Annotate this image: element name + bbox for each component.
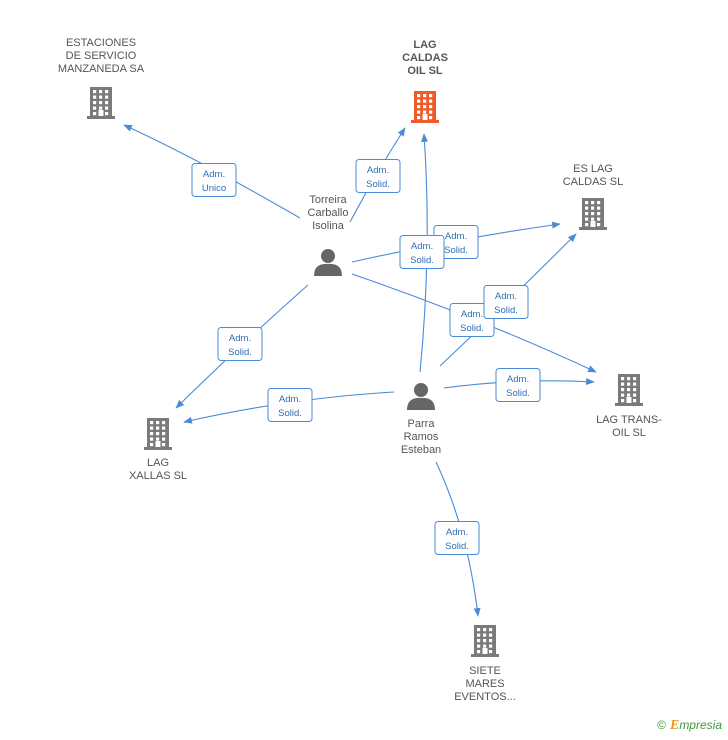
badge-text: Adm. — [445, 231, 467, 242]
badge-text: Unico — [202, 183, 226, 194]
node-label: MARES — [465, 678, 504, 690]
building-icon — [411, 91, 439, 123]
node-label: CALDAS — [402, 52, 448, 64]
badge-text: Adm. — [461, 309, 483, 320]
badge-box — [191, 163, 237, 197]
node-label: ES LAG — [573, 163, 613, 175]
edge-badge-torreira-to-lagcaldasoil[interactable]: Adm. Solid. — [355, 159, 401, 193]
badge-text: Solid. — [460, 323, 484, 334]
node-lagtransoil[interactable]: LAG TRANS-OIL SL — [596, 374, 662, 439]
edge-badge-parra-to-eslagcaldas[interactable]: Adm. Solid. — [483, 285, 529, 319]
badge-text: Adm. — [279, 394, 301, 405]
badge-box — [355, 159, 401, 193]
node-label: Esteban — [401, 444, 441, 456]
edge-badge-torreira-to-lagtransoil[interactable]: Adm. Solid. — [449, 303, 495, 337]
badge-box — [449, 303, 495, 337]
badge-text: Adm. — [367, 165, 389, 176]
node-label: SIETE — [469, 665, 501, 677]
edge-badge-torreira-to-eslagcaldas[interactable]: Adm. Solid. — [433, 225, 479, 259]
badge-text: Adm. — [495, 291, 517, 302]
edge-badge-parra-to-lagcaldasoil[interactable]: Adm. Solid. — [399, 235, 445, 269]
node-label: Isolina — [312, 220, 345, 232]
badge-text: Solid. — [445, 541, 469, 552]
badge-text: Solid. — [278, 408, 302, 419]
badge-text: Solid. — [494, 305, 518, 316]
badge-text: Adm. — [411, 241, 433, 252]
brand-initial: E — [669, 718, 680, 733]
node-label: Parra — [408, 418, 436, 430]
badges-layer: Adm.UnicoAdm.Solid.Adm.Solid.Adm.Solid.A… — [191, 159, 541, 555]
badge-text: Adm. — [446, 527, 468, 538]
person-icon — [407, 383, 435, 410]
badge-text: Adm. — [203, 169, 225, 180]
person-icon — [314, 249, 342, 276]
node-label: LAG TRANS- — [596, 414, 662, 426]
node-label: MANZANEDA SA — [58, 63, 145, 75]
node-sietemares[interactable]: SIETEMARESEVENTOS... — [454, 625, 516, 703]
badge-box — [267, 388, 313, 422]
badge-text: Solid. — [506, 388, 530, 399]
node-label: ESTACIONES — [66, 37, 136, 49]
badge-box — [399, 235, 445, 269]
edge-badge-parra-to-lagtransoil[interactable]: Adm. Solid. — [495, 368, 541, 402]
node-label: OIL SL — [407, 65, 443, 77]
badge-box — [217, 327, 263, 361]
brand-name: mpresia — [679, 718, 722, 732]
footer-brand[interactable]: ©Empresia — [657, 718, 722, 734]
badge-text: Solid. — [366, 179, 390, 190]
copyright-symbol: © — [657, 718, 666, 732]
building-icon — [579, 198, 607, 230]
building-icon — [87, 87, 115, 119]
edge-badge-torreira-to-estaciones[interactable]: Adm. Unico — [191, 163, 237, 197]
node-label: DE SERVICIO — [66, 50, 137, 62]
building-icon — [471, 625, 499, 657]
edge-badge-parra-to-lagxallas[interactable]: Adm. Solid. — [267, 388, 313, 422]
node-label: Torreira — [309, 194, 347, 206]
building-icon — [144, 418, 172, 450]
badge-text: Adm. — [229, 333, 251, 344]
badge-text: Solid. — [444, 245, 468, 256]
building-icon — [615, 374, 643, 406]
node-label: XALLAS SL — [129, 470, 187, 482]
badge-box — [483, 285, 529, 319]
node-label: LAG — [147, 457, 169, 469]
node-label: Ramos — [404, 431, 439, 443]
badge-text: Solid. — [228, 347, 252, 358]
badge-box — [495, 368, 541, 402]
node-label: CALDAS SL — [563, 176, 624, 188]
node-label: OIL SL — [612, 427, 646, 439]
badge-box — [434, 521, 480, 555]
badge-text: Adm. — [507, 374, 529, 385]
badge-text: Solid. — [410, 255, 434, 266]
node-label: Carballo — [308, 207, 349, 219]
edge-badge-parra-to-sietemares[interactable]: Adm. Solid. — [434, 521, 480, 555]
node-label: EVENTOS... — [454, 691, 516, 703]
edge-badge-torreira-to-lagxallas[interactable]: Adm. Solid. — [217, 327, 263, 361]
node-label: LAG — [413, 39, 436, 51]
